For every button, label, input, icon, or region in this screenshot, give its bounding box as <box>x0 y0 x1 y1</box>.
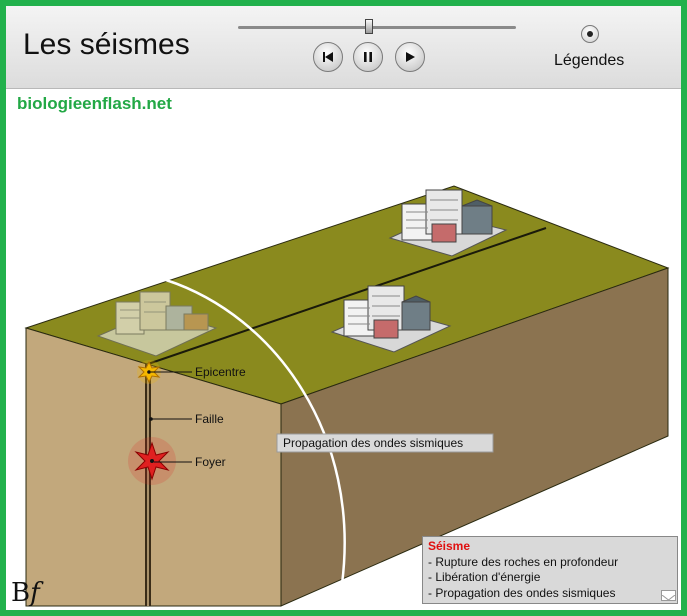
radio-selected-dot <box>587 31 593 37</box>
logo-b: B <box>11 578 31 608</box>
seismic-scene: Epicentre Faille Foyer Propagation des o… <box>24 185 670 607</box>
mail-icon[interactable] <box>661 590 676 601</box>
fault-label: Faille <box>195 412 224 426</box>
epicenter-label: Epicentre <box>195 365 246 379</box>
skip-back-icon <box>323 52 333 62</box>
progress-slider-track[interactable] <box>238 26 516 29</box>
legends-label: Légendes <box>554 52 625 69</box>
buildings-cluster-far <box>388 189 508 257</box>
info-box: Séisme - Rupture des roches en profondeu… <box>422 536 678 604</box>
seismic-wave-arc <box>165 278 346 585</box>
play-icon <box>406 52 415 62</box>
logo-f: f <box>30 578 40 608</box>
envelope-icon <box>661 594 676 601</box>
info-line: - Rupture des roches en profondeur <box>428 554 619 569</box>
fault-dot <box>149 417 153 421</box>
propagation-label-box <box>276 433 494 453</box>
damaged-buildings <box>96 291 218 357</box>
header-bar: Les séismes Légendes <box>6 6 681 89</box>
play-button[interactable] <box>395 42 425 72</box>
legends-toggle[interactable] <box>581 25 599 43</box>
propagation-label: Propagation des ondes sismiques <box>283 436 463 450</box>
fault-line-surface <box>147 227 547 365</box>
info-title: Séisme <box>428 539 471 553</box>
epicenter-dot <box>147 370 151 374</box>
pause-icon <box>364 52 372 62</box>
focus-dot <box>150 459 154 463</box>
page-title: Les séismes <box>23 28 190 61</box>
info-line: - Libération d'énergie <box>428 570 541 584</box>
info-line: - Propagation des ondes sismiques <box>428 585 616 600</box>
progress-slider-thumb[interactable] <box>364 19 373 34</box>
bf-logo[interactable]: Bf <box>11 578 40 608</box>
site-link[interactable]: biologieenflash.net <box>17 94 172 113</box>
focus-label: Foyer <box>195 455 226 469</box>
restart-button[interactable] <box>313 42 343 72</box>
buildings-cluster-middle <box>330 285 452 353</box>
pause-button[interactable] <box>353 42 383 72</box>
